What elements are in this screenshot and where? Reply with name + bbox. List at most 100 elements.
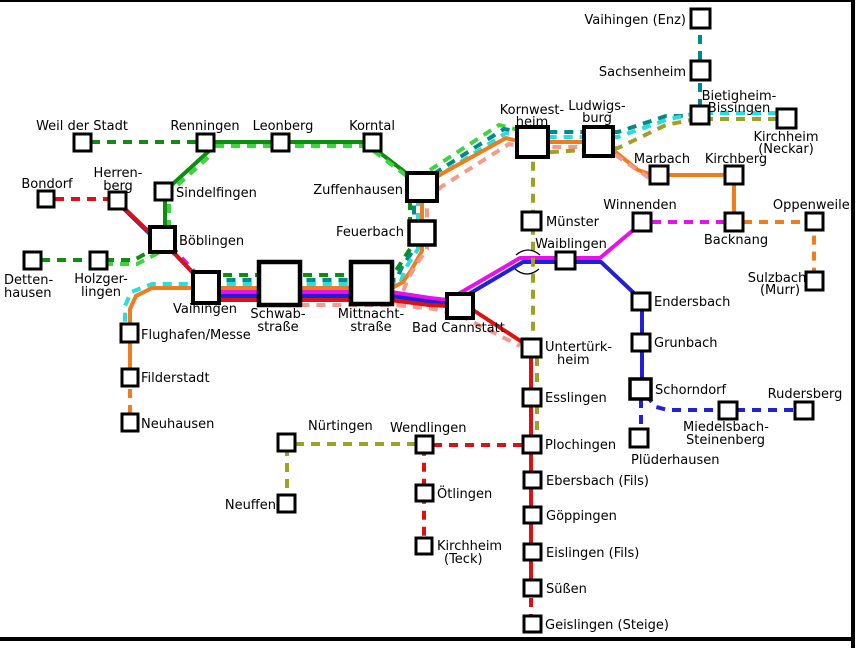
station-label-bietigheim-bissingen-line2: Bissingen — [708, 101, 770, 116]
station-box-neuhausen — [120, 412, 140, 433]
station-label-kirchheim-teck-line1: Kirchheim — [437, 539, 502, 554]
bridge-arc-bottom — [514, 268, 540, 275]
station-box-backnang — [723, 211, 745, 233]
station-label-grunbach: Grunbach — [654, 336, 718, 351]
station-label-korntal: Korntal — [349, 119, 395, 134]
station-box-leonberg — [270, 132, 291, 153]
station-box-untertuerkheim — [520, 337, 543, 359]
station-label-kornwestheim-line1: Kornwest- — [500, 103, 565, 118]
station-label-ludwigsburg-line2: burg — [582, 111, 612, 126]
station-label-vaihingen-enz: Vaihingen (Enz) — [584, 13, 686, 28]
station-label-schorndorf: Schorndorf — [655, 383, 726, 398]
station-box-feuerbach — [407, 219, 437, 247]
station-label-vaihingen: Vaihingen — [173, 302, 237, 317]
station-label-endersbach: Endersbach — [654, 295, 730, 310]
route-line-herrenberg-suessen-red — [117, 201, 533, 582]
bridge-arc-top — [515, 249, 541, 256]
station-box-kirchheim-neckar — [775, 107, 798, 130]
station-label-nuertingen: Nürtingen — [308, 419, 373, 434]
station-label-bondorf: Bondorf — [21, 177, 73, 192]
station-box-oetlingen — [414, 483, 435, 503]
station-box-flughafen-messe — [119, 322, 140, 344]
station-box-holzgerlingen — [88, 250, 109, 271]
station-box-dettenhausen — [22, 250, 43, 271]
station-boxes-layer — [22, 7, 825, 634]
station-box-endersbach — [630, 291, 652, 312]
map-border-bottom — [0, 637, 855, 641]
station-box-plochingen — [521, 434, 543, 455]
station-box-sachsenheim — [689, 59, 712, 82]
station-box-kirchheim-teck — [414, 536, 434, 556]
station-box-suessen — [522, 578, 543, 598]
station-label-pluederhausen: Plüderhausen — [631, 453, 720, 468]
station-label-holzgerlingen-line1: Holzger- — [74, 272, 128, 287]
station-label-eislingen-fils: Eislingen (Fils) — [546, 546, 639, 561]
station-box-korntal — [362, 132, 383, 153]
station-label-herrenberg-line2: berg — [103, 179, 133, 194]
station-label-ludwigsburg-line1: Ludwigs- — [568, 99, 626, 114]
station-label-sachsenheim: Sachsenheim — [599, 65, 686, 80]
station-label-dettenhausen-line2: hausen — [4, 286, 51, 301]
station-label-backnang: Backnang — [704, 233, 768, 248]
station-label-sindelfingen: Sindelfingen — [176, 186, 257, 201]
station-box-vaihingen-enz — [689, 7, 712, 30]
station-box-esslingen — [521, 387, 543, 408]
station-label-dettenhausen-line1: Detten- — [4, 273, 53, 288]
station-label-bad-cannstatt: Bad Cannstatt — [412, 321, 505, 336]
station-label-flughafen-messe: Flughafen/Messe — [141, 328, 251, 343]
station-box-goeppingen — [522, 505, 543, 525]
station-label-neuhausen: Neuhausen — [141, 417, 214, 432]
station-label-zuffenhausen: Zuffenhausen — [313, 183, 403, 198]
station-box-vaihingen — [191, 270, 221, 305]
station-box-filderstadt — [120, 367, 140, 388]
station-label-schwabstrasse-line2: straße — [257, 320, 298, 335]
route-line-city-untertuerkheim-salmon — [396, 303, 521, 348]
station-label-plochingen: Plochingen — [545, 438, 616, 453]
station-box-muenster — [520, 210, 543, 232]
station-box-schwabstrasse — [256, 259, 303, 308]
station-label-untertuerkheim-line2: heim — [557, 353, 590, 368]
station-label-waiblingen: Waiblingen — [535, 237, 607, 252]
station-label-neuffen: Neuffen — [225, 498, 276, 513]
station-label-filderstadt: Filderstadt — [141, 371, 210, 386]
station-label-mittnachtstrasse-line1: Mittnacht- — [338, 307, 405, 322]
station-box-geislingen-steige — [522, 614, 543, 634]
station-label-leonberg: Leonberg — [253, 119, 314, 134]
station-label-boeblingen: Böblingen — [179, 234, 244, 249]
station-box-miedelsbach-steinenberg — [717, 400, 739, 421]
station-box-ludwigsburg — [582, 125, 615, 158]
station-box-eislingen-fils — [522, 542, 543, 562]
station-box-kornwestheim — [515, 125, 550, 159]
map-border-top — [0, 0, 855, 2]
station-label-oppenweiler: Oppenweiler — [773, 198, 856, 213]
station-box-rudersberg — [793, 400, 815, 421]
station-label-muenster: Münster — [546, 215, 600, 230]
station-label-miedelsbach-steinenberg-line2: Steinenberg — [686, 433, 765, 448]
station-label-herrenberg-line1: Herren- — [94, 166, 143, 181]
station-label-sulzbach-murr-line1: Sulzbach — [748, 271, 807, 286]
station-label-sulzbach-murr-line2: (Murr) — [760, 283, 800, 298]
station-box-mittnachtstrasse — [348, 259, 395, 307]
station-box-marbach — [648, 164, 670, 186]
station-box-bondorf — [36, 189, 56, 209]
station-label-winnenden: Winnenden — [603, 198, 676, 213]
station-box-neuffen — [276, 493, 297, 514]
route-line-schorndorf-rudersberg-blue — [644, 393, 801, 412]
station-box-grunbach — [630, 332, 652, 353]
station-box-bad-cannstatt — [445, 292, 475, 320]
station-box-waiblingen — [554, 250, 577, 271]
map-border-right — [851, 0, 855, 648]
station-label-esslingen: Esslingen — [545, 391, 607, 406]
station-label-rudersberg: Rudersberg — [768, 387, 843, 402]
station-box-wendlingen — [414, 434, 435, 455]
station-label-schwabstrasse-line1: Schwab- — [250, 307, 305, 322]
route-line-holzgerlingen-boeblingen-light — [104, 245, 168, 266]
station-label-mittnachtstrasse-line2: straße — [350, 320, 391, 335]
station-box-sulzbach-murr — [804, 270, 825, 292]
station-label-kirchheim-neckar-line1: Kirchheim — [753, 130, 818, 145]
station-label-suessen: Süßen — [546, 582, 587, 597]
station-box-nuertingen — [276, 432, 297, 453]
